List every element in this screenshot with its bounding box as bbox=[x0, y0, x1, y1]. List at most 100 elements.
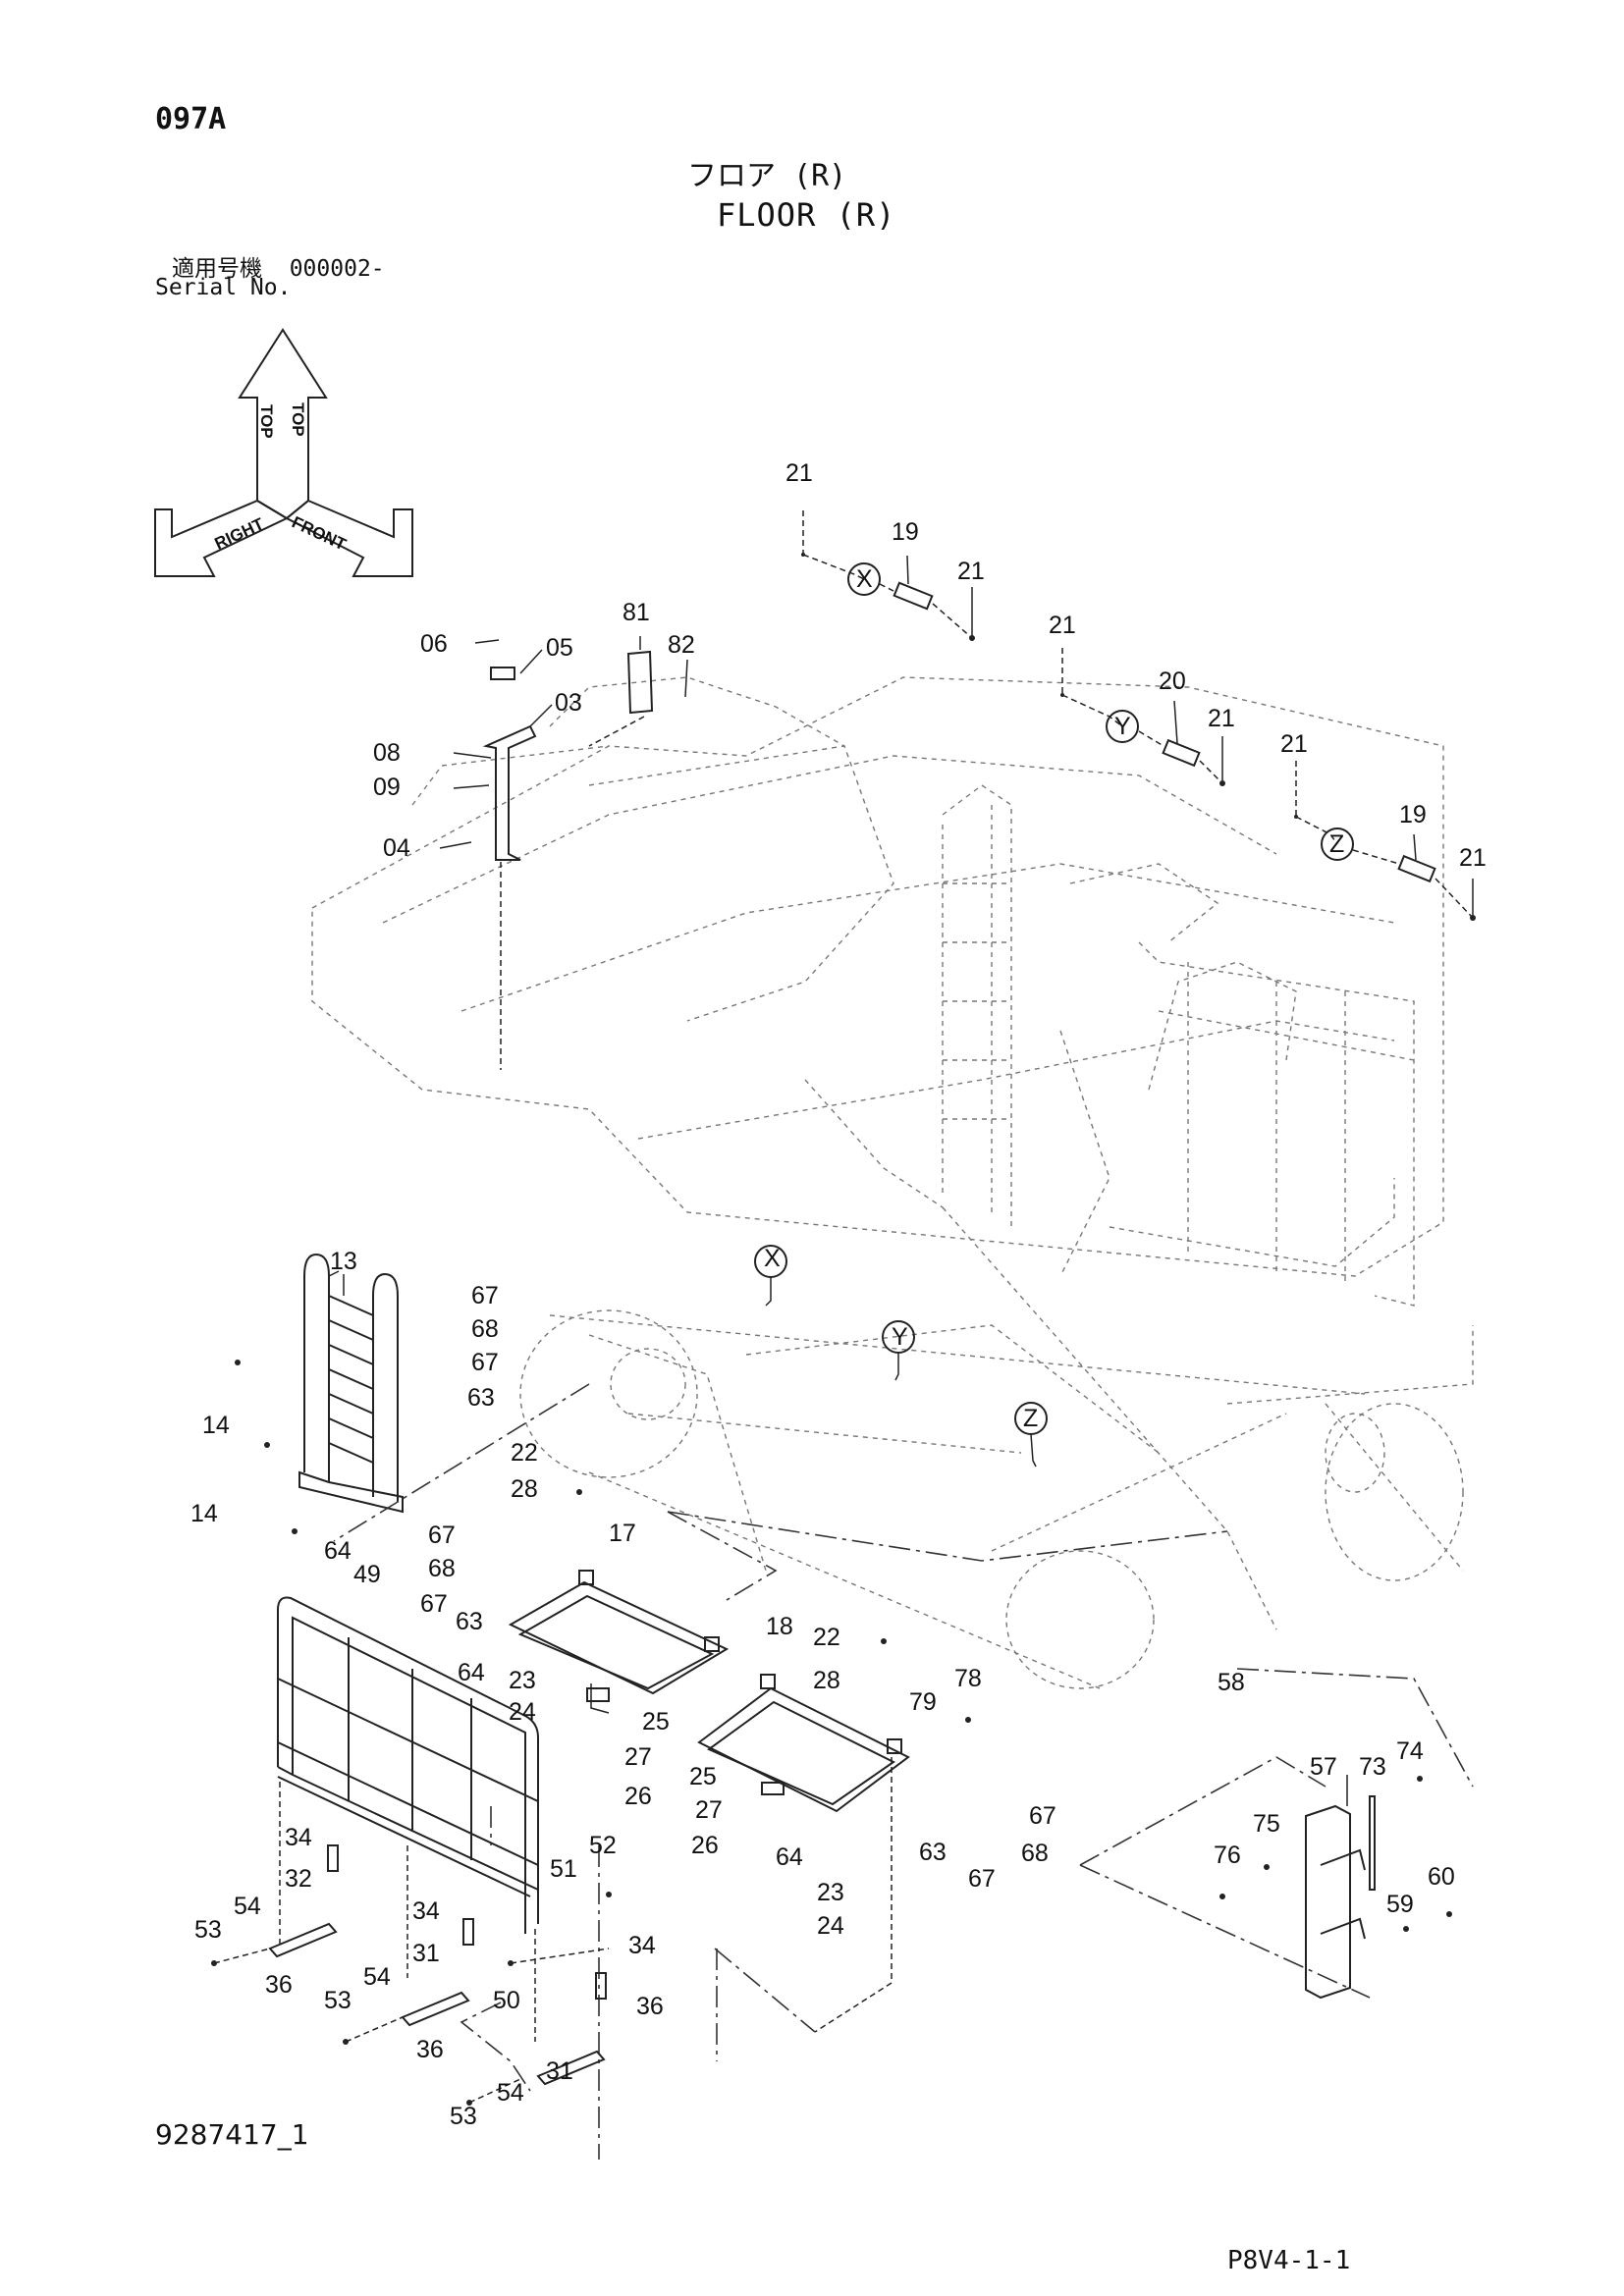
part-03 bbox=[482, 724, 537, 861]
svg-text:21: 21 bbox=[1459, 844, 1487, 872]
svg-text:54: 54 bbox=[234, 1893, 261, 1920]
svg-text:34: 34 bbox=[285, 1824, 312, 1851]
crawler-tracks bbox=[519, 1309, 1464, 1689]
svg-text:26: 26 bbox=[624, 1783, 652, 1810]
orientation-arrow-right bbox=[154, 499, 290, 577]
svg-text:67: 67 bbox=[1029, 1802, 1056, 1830]
svg-text:24: 24 bbox=[509, 1698, 536, 1726]
svg-text:X: X bbox=[856, 565, 873, 593]
svg-text:Z: Z bbox=[1023, 1405, 1038, 1432]
svg-text:23: 23 bbox=[817, 1879, 844, 1906]
orientation-arrow-top bbox=[238, 328, 328, 520]
document-number: 9287417_1 bbox=[155, 2118, 309, 2151]
orientation-label-top-inner: TOP bbox=[257, 404, 276, 439]
svg-text:22: 22 bbox=[813, 1624, 840, 1651]
svg-text:49: 49 bbox=[353, 1561, 381, 1588]
page-id: 097A bbox=[155, 102, 227, 136]
step-bracket-assembly bbox=[439, 639, 553, 1070]
svg-text:Z: Z bbox=[1329, 830, 1344, 858]
svg-text:63: 63 bbox=[467, 1384, 495, 1412]
svg-text:58: 58 bbox=[1218, 1669, 1245, 1696]
svg-text:73: 73 bbox=[1359, 1753, 1386, 1781]
svg-text:17: 17 bbox=[609, 1520, 636, 1547]
svg-text:64: 64 bbox=[324, 1537, 352, 1565]
svg-text:25: 25 bbox=[689, 1763, 717, 1790]
orientation-arrow-front bbox=[285, 499, 413, 577]
svg-text:31: 31 bbox=[412, 1940, 440, 1967]
svg-text:53: 53 bbox=[324, 1987, 352, 2014]
svg-text:19: 19 bbox=[1399, 801, 1427, 828]
svg-text:68: 68 bbox=[428, 1555, 456, 1582]
svg-text:34: 34 bbox=[412, 1897, 440, 1925]
svg-text:68: 68 bbox=[1021, 1840, 1049, 1867]
svg-text:63: 63 bbox=[456, 1608, 483, 1635]
svg-text:60: 60 bbox=[1428, 1863, 1455, 1891]
page-title: FLOOR (R) bbox=[717, 196, 896, 234]
svg-text:68: 68 bbox=[471, 1315, 499, 1343]
bracket-57 bbox=[1305, 1775, 1376, 2000]
pin-details bbox=[754, 510, 1474, 1468]
svg-text:59: 59 bbox=[1386, 1891, 1414, 1918]
svg-text:54: 54 bbox=[497, 2079, 524, 2107]
svg-text:28: 28 bbox=[511, 1475, 538, 1503]
serial-label: Serial No. bbox=[155, 275, 292, 300]
svg-text:14: 14 bbox=[202, 1412, 230, 1439]
svg-text:Y: Y bbox=[1114, 713, 1131, 740]
serial-value: 000002- bbox=[289, 256, 385, 282]
part-32 bbox=[268, 1922, 338, 1958]
part-31b bbox=[536, 2050, 606, 2086]
serial-label-japanese: 適用号機 bbox=[172, 256, 262, 282]
svg-text:26: 26 bbox=[691, 1832, 719, 1859]
svg-text:64: 64 bbox=[776, 1843, 803, 1871]
svg-text:54: 54 bbox=[363, 1963, 391, 1991]
svg-text:X: X bbox=[764, 1245, 781, 1272]
orientation-label-right: RIGHT bbox=[212, 514, 268, 554]
svg-text:Y: Y bbox=[892, 1323, 908, 1351]
plate-81 bbox=[588, 636, 688, 747]
svg-text:22: 22 bbox=[511, 1439, 538, 1467]
serial-range: 適用号機 000002- bbox=[172, 249, 385, 283]
svg-text:27: 27 bbox=[695, 1796, 723, 1824]
sheet-id: P8V4-1-1 bbox=[1227, 2246, 1351, 2275]
svg-text:76: 76 bbox=[1214, 1842, 1241, 1869]
svg-text:13: 13 bbox=[330, 1248, 357, 1275]
ladder-13 bbox=[298, 1253, 404, 1514]
svg-text:36: 36 bbox=[416, 2036, 444, 2063]
svg-text:25: 25 bbox=[642, 1708, 670, 1735]
svg-text:67: 67 bbox=[428, 1522, 456, 1549]
base-brackets bbox=[213, 1844, 610, 2104]
svg-text:67: 67 bbox=[471, 1282, 499, 1309]
svg-text:03: 03 bbox=[555, 689, 582, 717]
svg-text:50: 50 bbox=[493, 1987, 520, 2014]
svg-text:81: 81 bbox=[623, 599, 650, 626]
svg-text:21: 21 bbox=[1280, 730, 1308, 758]
orientation-indicator: TOP TOP RIGHT FRONT bbox=[154, 328, 413, 577]
svg-text:74: 74 bbox=[1396, 1737, 1424, 1765]
svg-text:36: 36 bbox=[636, 1993, 664, 2020]
svg-text:52: 52 bbox=[589, 1832, 617, 1859]
orientation-label-top: TOP bbox=[289, 402, 307, 437]
svg-text:21: 21 bbox=[957, 558, 985, 585]
callout-numbers: 21 19 21 21 20 21 21 19 21 81 82 06 05 0… bbox=[190, 459, 1487, 2130]
svg-text:21: 21 bbox=[785, 459, 813, 487]
svg-text:27: 27 bbox=[624, 1743, 652, 1771]
svg-text:23: 23 bbox=[509, 1667, 536, 1694]
svg-text:14: 14 bbox=[190, 1500, 218, 1527]
svg-text:36: 36 bbox=[265, 1971, 293, 1999]
svg-text:06: 06 bbox=[420, 630, 448, 658]
svg-text:04: 04 bbox=[383, 834, 410, 862]
step-17 bbox=[508, 1570, 730, 1714]
svg-text:63: 63 bbox=[919, 1839, 947, 1866]
svg-text:32: 32 bbox=[285, 1865, 312, 1893]
rear-railing-outline bbox=[942, 784, 1415, 1307]
phantom-boxes bbox=[333, 1383, 1474, 2160]
svg-text:75: 75 bbox=[1253, 1810, 1280, 1838]
svg-text:51: 51 bbox=[550, 1855, 577, 1883]
svg-text:57: 57 bbox=[1310, 1753, 1337, 1781]
svg-text:78: 78 bbox=[954, 1665, 982, 1692]
svg-text:19: 19 bbox=[892, 518, 919, 546]
railing-49 bbox=[277, 1596, 539, 2042]
leader-dots bbox=[211, 553, 1476, 2106]
orientation-label-front: FRONT bbox=[289, 512, 350, 554]
